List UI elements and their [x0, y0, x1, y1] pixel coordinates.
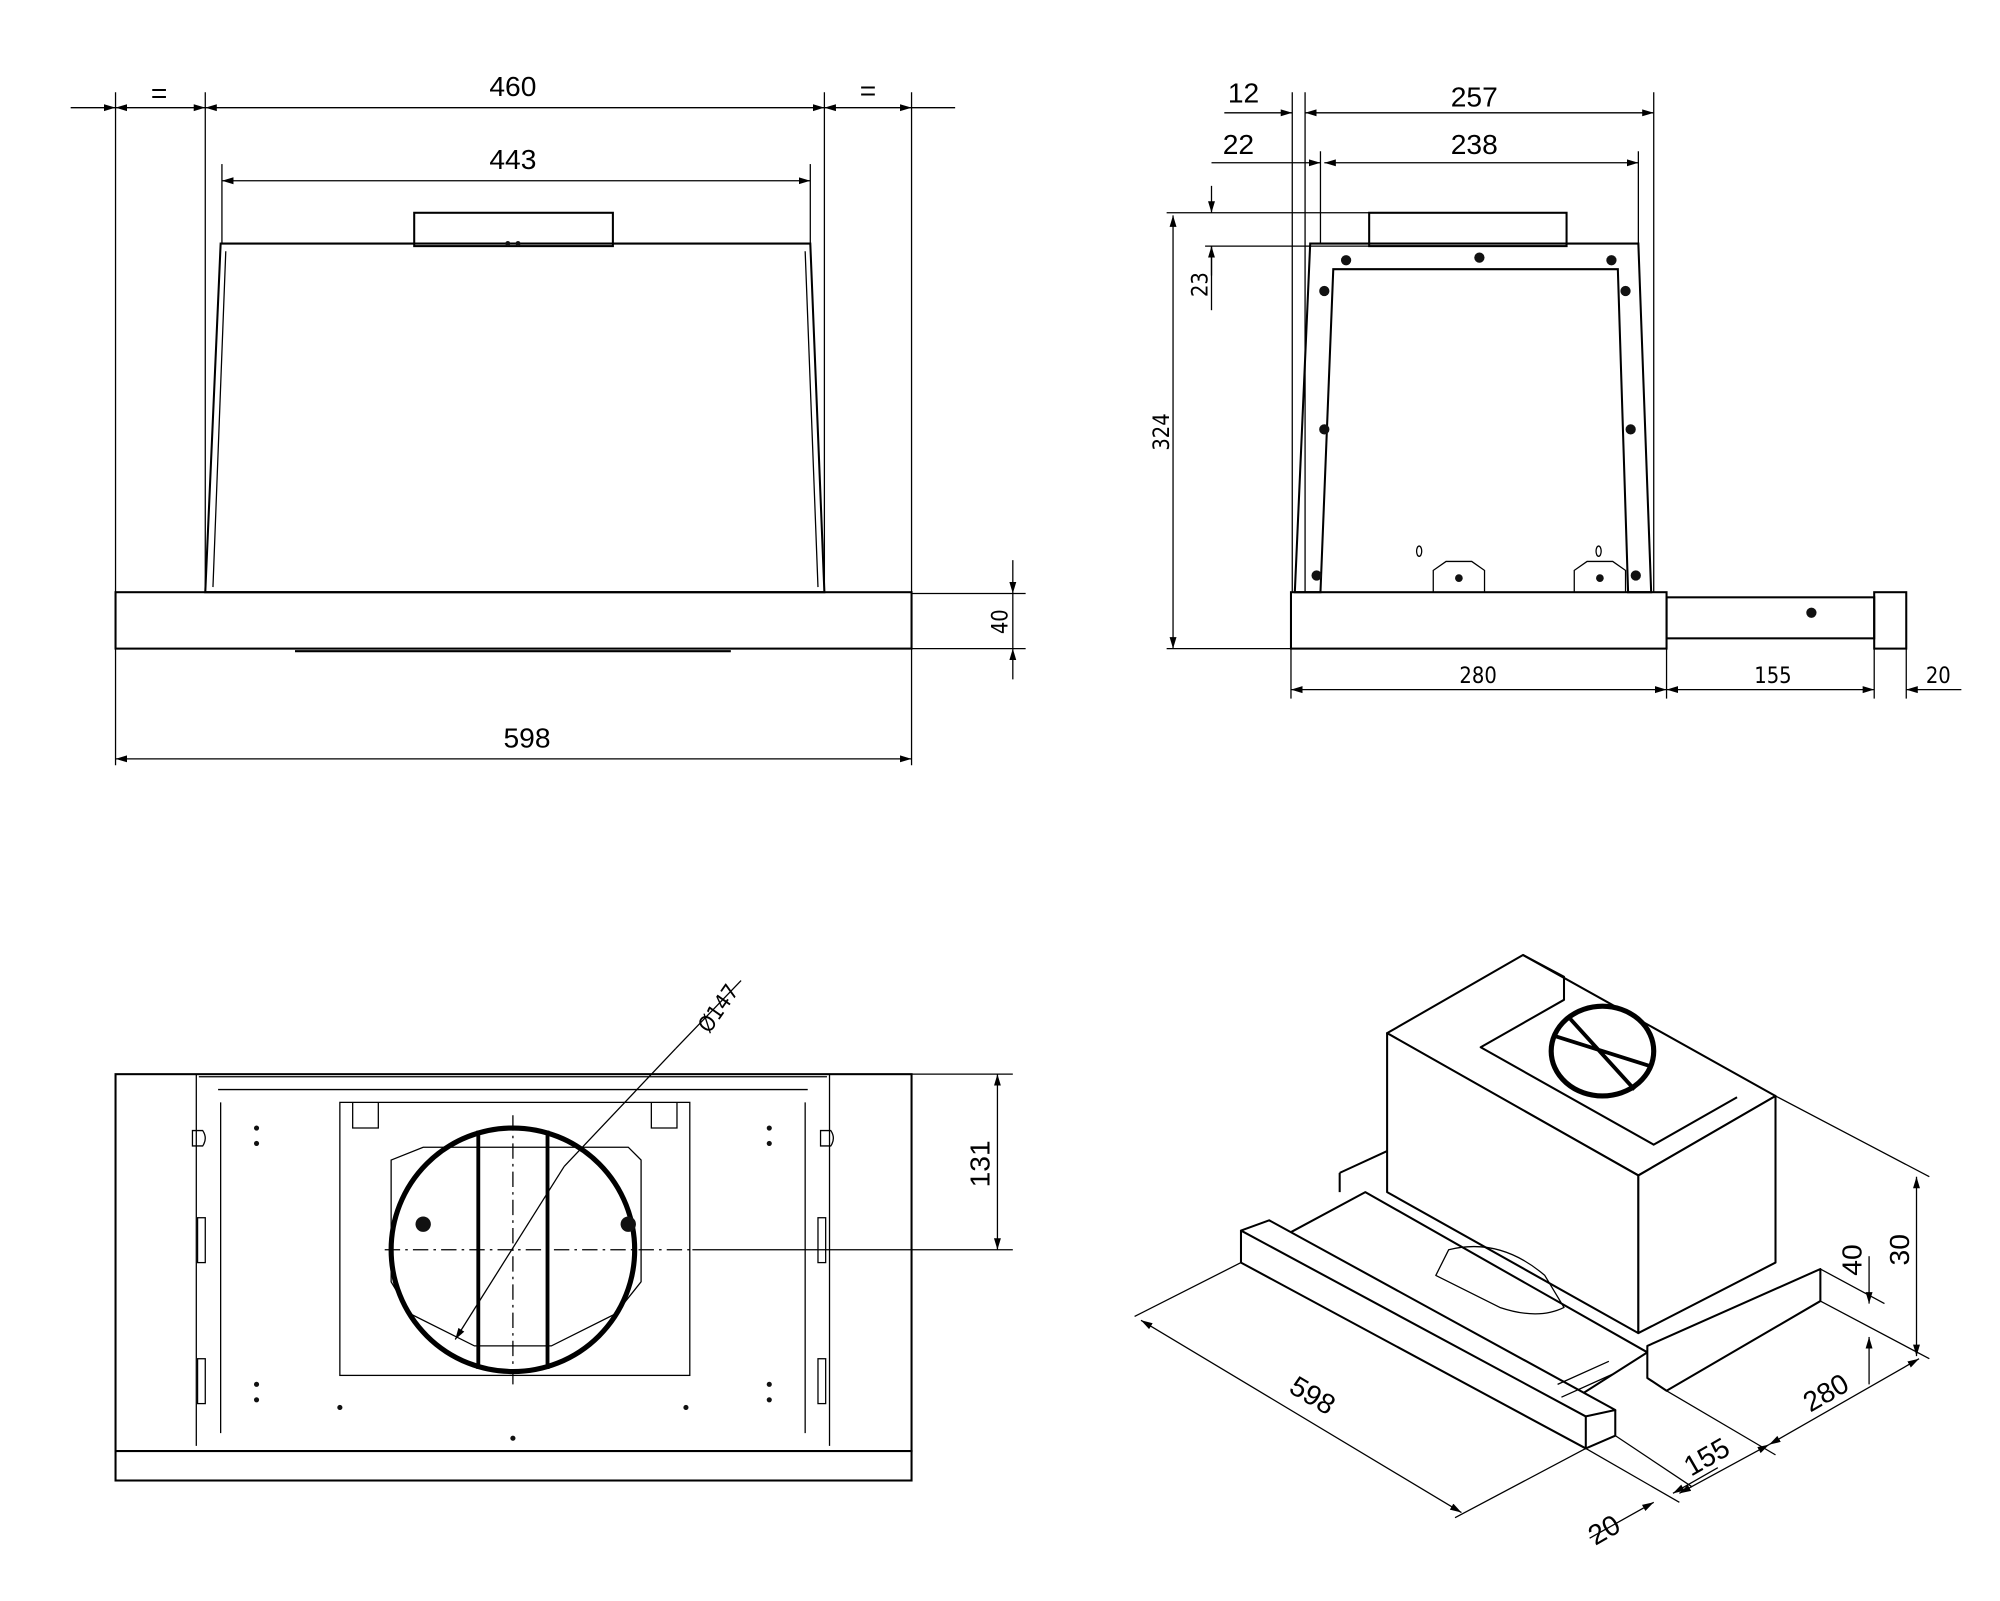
iso-dim-155: 155	[1678, 1431, 1735, 1482]
iso-dim-280: 280	[1797, 1367, 1854, 1418]
iso-dim-20: 20	[1582, 1508, 1625, 1551]
dim-598: 598	[503, 721, 550, 753]
dim-diameter: Ø147	[694, 980, 745, 1038]
hood-body-front	[114, 211, 913, 653]
dim-324: 324	[1150, 413, 1175, 450]
dim-460: 460	[489, 70, 536, 102]
hood-body-side	[1289, 211, 1908, 650]
dim-23: 23	[1189, 272, 1214, 297]
isometric-view: 598 20 155 280 40 30	[1134, 953, 1930, 1551]
dim-left-equal: =	[151, 77, 167, 109]
side-view: 12 257 22 238 23 324 280 155 20	[1150, 77, 1962, 699]
dim-20: 20	[1926, 664, 1951, 689]
dim-40: 40	[989, 609, 1014, 634]
dim-131: 131	[964, 1140, 996, 1187]
front-view: = 460 = 443 40 598	[70, 70, 1026, 766]
iso-dim-30: 30	[1883, 1234, 1915, 1265]
dim-443: 443	[489, 143, 536, 175]
iso-dim-40: 40	[1835, 1244, 1867, 1275]
dim-238: 238	[1451, 128, 1498, 160]
dim-right-equal: =	[860, 74, 876, 106]
dim-12: 12	[1228, 77, 1259, 109]
dim-257: 257	[1451, 80, 1498, 112]
dim-280: 280	[1459, 664, 1496, 689]
dim-155: 155	[1754, 664, 1791, 689]
bottom-view: Ø147 131	[114, 980, 1013, 1482]
dim-22: 22	[1223, 128, 1254, 160]
iso-dim-598: 598	[1284, 1369, 1341, 1421]
